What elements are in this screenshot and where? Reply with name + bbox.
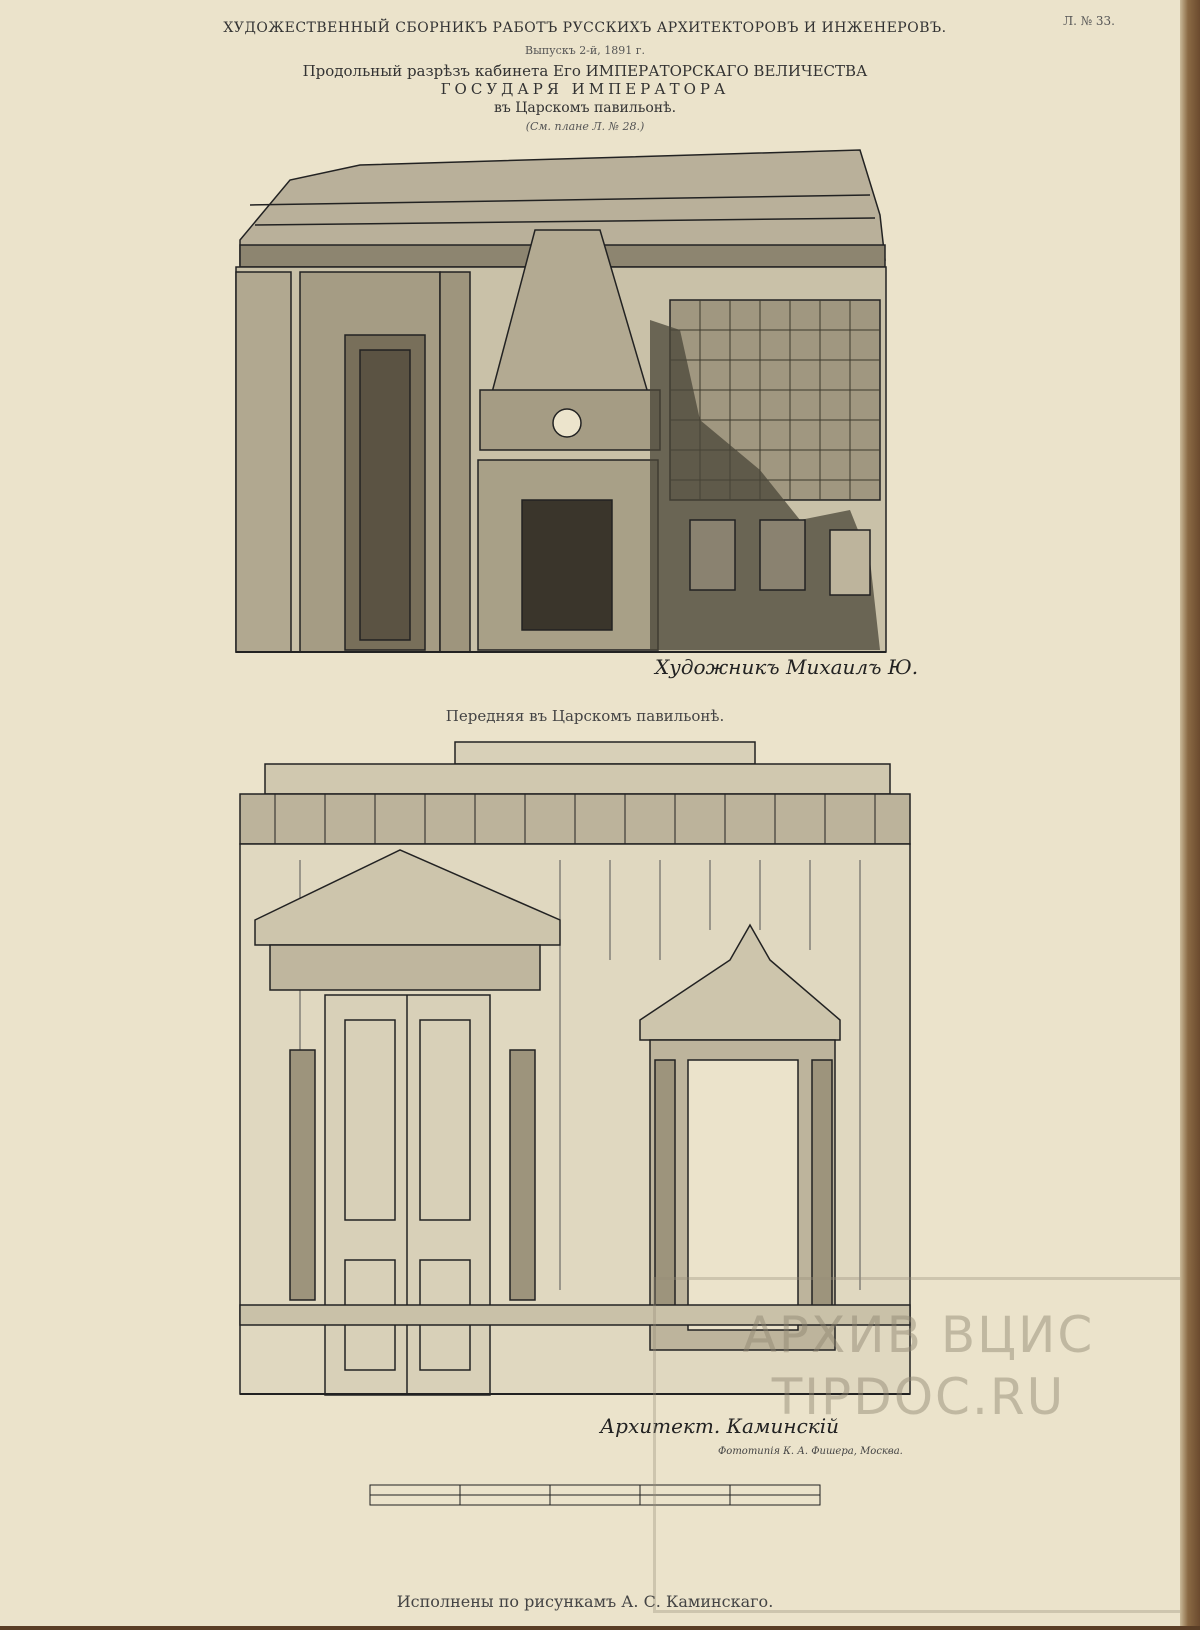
- collection-title: ХУДОЖЕСТВЕННЫЙ СБОРНИКЪ РАБОТЪ РУССКИХЪ …: [223, 20, 947, 36]
- plate-subtitle-1: Продольный разрѣзъ кабинета Его ИМПЕРАТО…: [302, 62, 868, 80]
- anteroom-elevation-drawing: [239, 741, 911, 1506]
- cabinet-section-drawing: [235, 149, 887, 653]
- archive-watermark: АРХИВ ВЦИС TIPDOC.RU: [653, 1277, 1184, 1613]
- lower-signature: Архитект. Каминскій: [600, 1414, 839, 1438]
- sheet-number: Л. № 33.: [1063, 14, 1115, 28]
- upper-signature: Художникъ Михаилъ Ю.: [655, 655, 919, 679]
- issue-line: Выпускъ 2-й, 1891 г.: [525, 44, 645, 57]
- watermark-line-1: АРХИВ ВЦИС: [742, 1306, 1095, 1364]
- photo-credit: Фототипія К. А. Фишера, Москва.: [718, 1446, 903, 1457]
- middle-caption: Передняя въ Царскомъ павильонѣ.: [445, 707, 725, 725]
- plate-subtitle-2: ГОСУДАРЯ ИМПЕРАТОРА: [440, 80, 730, 98]
- watermark-line-2: TIPDOC.RU: [771, 1368, 1066, 1426]
- plate-subtitle-3: въ Царскомъ павильонѣ.: [493, 100, 677, 116]
- book-edge: [1180, 0, 1200, 1626]
- footer-caption: Исполнены по рисункамъ А. С. Каминскаго.: [396, 1592, 774, 1611]
- plan-reference-note: (См. плане Л. № 28.): [525, 120, 645, 133]
